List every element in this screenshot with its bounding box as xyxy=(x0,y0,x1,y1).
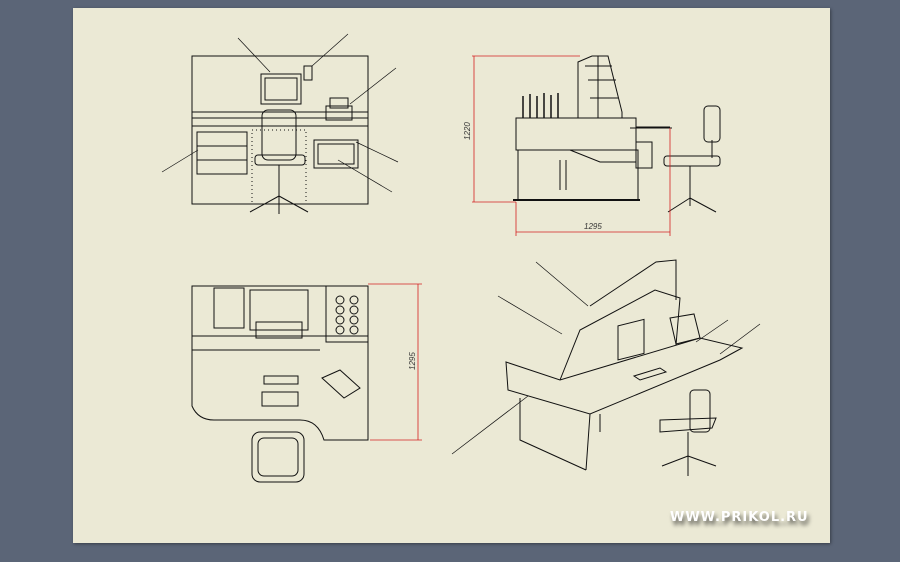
watermark: WWW.PRIKOL.RU xyxy=(670,510,809,525)
side-height-label: 1220 xyxy=(463,122,472,140)
side-view xyxy=(513,55,721,213)
top-view xyxy=(191,285,369,483)
side-width-label: 1295 xyxy=(584,222,602,231)
dimension-lines xyxy=(368,55,671,441)
top-depth-label: 1295 xyxy=(408,352,417,370)
front-view xyxy=(161,33,399,214)
drawing-sheet xyxy=(73,8,830,543)
isometric-view xyxy=(451,259,761,476)
